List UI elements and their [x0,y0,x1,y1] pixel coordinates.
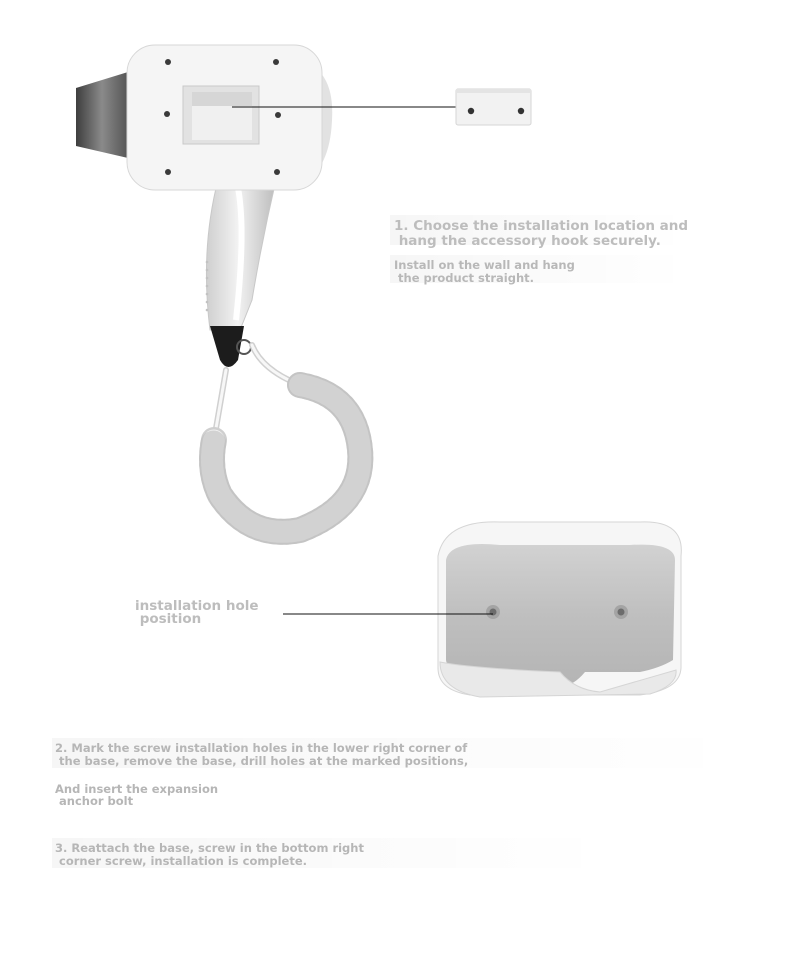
hair-dryer [76,44,333,367]
body-screws [164,59,281,175]
accessory-hook-plate [455,88,532,126]
step3-title: 3. Reattach the base, screw in the botto… [55,841,364,868]
installation-hole-label: installation hole position [135,598,259,627]
text-shade [390,215,690,245]
step1-title: 1. Choose the installation location and … [394,218,689,249]
cable-end [210,326,244,367]
step1-detail: Install on the wall and hang the product… [394,258,575,285]
text-shade [390,255,690,283]
coiled-cable [199,342,374,545]
dryer-nozzle [76,72,128,158]
step2-detail: And insert the expansion anchor bolt [55,782,219,808]
step2-title: 2. Mark the screw installation holes in … [55,741,469,768]
wall-holder-base [437,521,682,698]
text-shade [52,738,742,768]
text-shade [52,838,612,868]
